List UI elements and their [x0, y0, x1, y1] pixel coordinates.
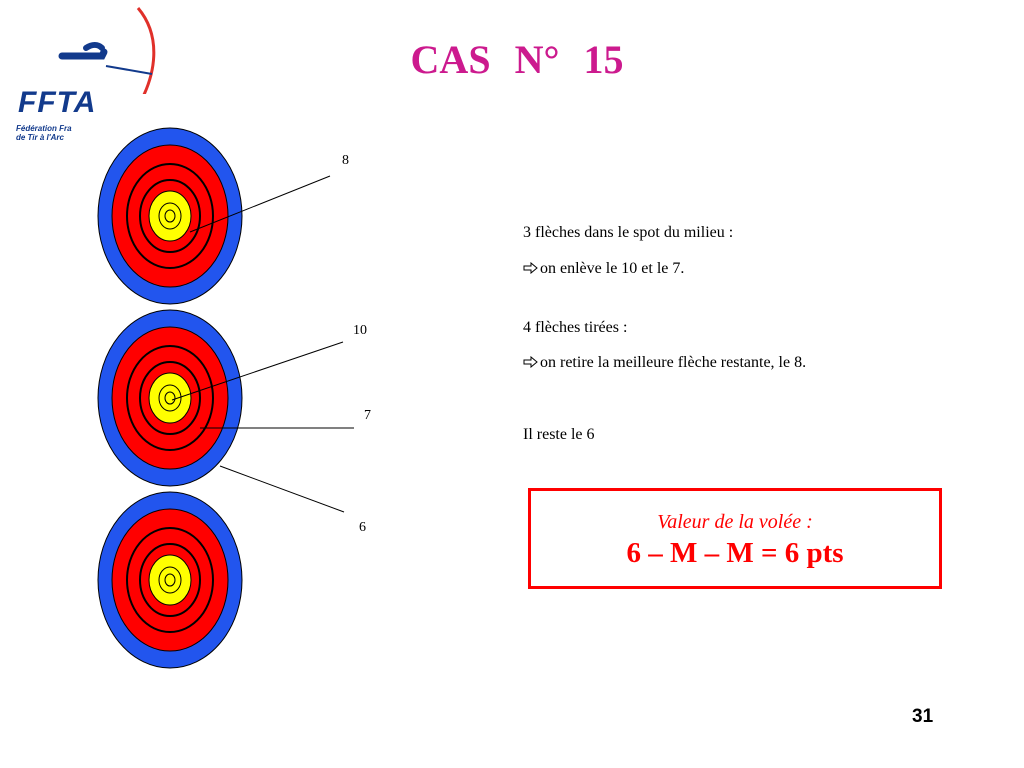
result-box: Valeur de la volée : 6 – M – M = 6 pts — [528, 488, 942, 589]
arrow-label-10: 10 — [353, 323, 367, 338]
logo-subtitle-line1: Fédération Fra — [16, 124, 72, 133]
note-remove-row: on enlève le 10 et le 7. — [523, 260, 684, 278]
arrow-line-6 — [219, 465, 345, 513]
targets-figure — [97, 127, 354, 669]
target-bottom — [97, 491, 243, 669]
arrow-line-8 — [189, 175, 331, 233]
right-arrow-icon — [523, 356, 538, 368]
slide-title: CAS N° 15 — [410, 37, 624, 82]
note-shot: 4 flèches tirées : — [523, 319, 628, 336]
target-top — [97, 127, 243, 305]
arrow-label-6: 6 — [359, 520, 366, 535]
result-value: 6 – M – M = 6 pts — [626, 537, 844, 569]
logo-subtitle: Fédération Fra de Tir à l'Arc — [16, 124, 136, 142]
archer-icon — [58, 7, 156, 94]
logo-subtitle-line2: de Tir à l'Arc — [16, 133, 64, 142]
note-retire-row: on retire la meilleure flèche restante, … — [523, 354, 806, 372]
arrow-line-10 — [171, 341, 344, 401]
target-middle — [97, 309, 243, 487]
arrow-label-8: 8 — [342, 153, 349, 168]
ffta-logo — [10, 4, 160, 146]
result-label: Valeur de la volée : — [657, 511, 813, 533]
note-retire: on retire la meilleure flèche restante, … — [540, 354, 807, 371]
right-arrow-icon — [523, 262, 538, 274]
note-spot: 3 flèches dans le spot du milieu : — [523, 224, 734, 241]
page-number: 31 — [912, 706, 934, 727]
arrow-label-7: 7 — [364, 408, 371, 423]
logo-wordmark: FFTA — [18, 86, 97, 119]
note-remove: on enlève le 10 et le 7. — [540, 260, 685, 277]
note-remaining: Il reste le 6 — [523, 426, 595, 443]
